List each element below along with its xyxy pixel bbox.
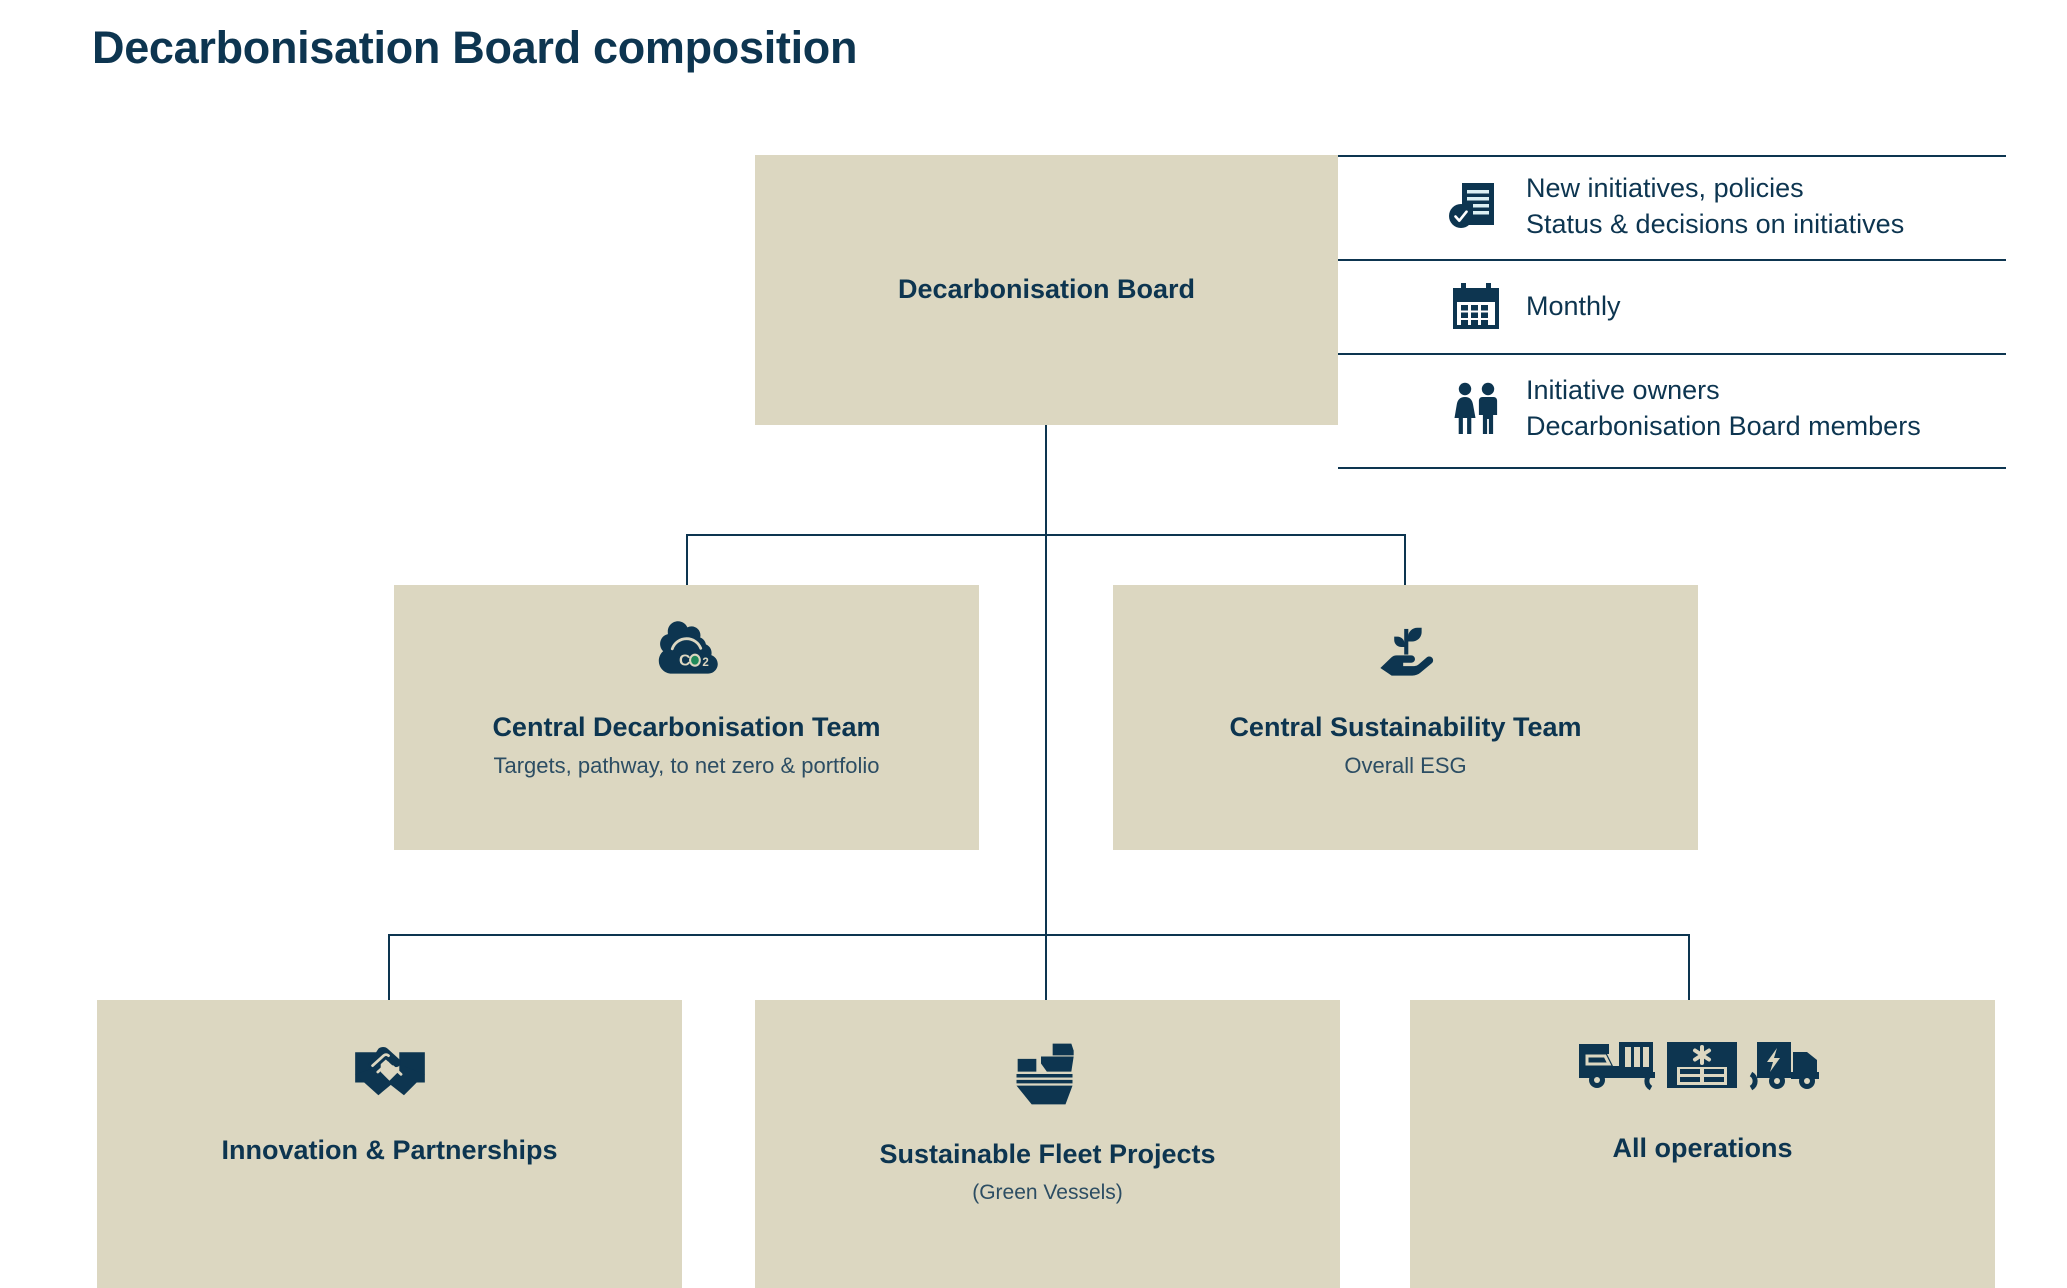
legend-text: Monthly (1526, 289, 1621, 325)
node-subtitle: Targets, pathway, to net zero & portfoli… (493, 752, 880, 778)
legend-text: Initiative owners Decarbonisation Board … (1526, 373, 1921, 445)
calendar-icon (1448, 281, 1504, 333)
connector-trunk-vertical-lower (1045, 534, 1047, 934)
svg-text:C: C (679, 652, 691, 669)
node-central-decarbonisation-team[interactable]: C 2 Central Decarbonisation Team Targets… (394, 585, 979, 850)
legend-line-2: Status & decisions on initiatives (1526, 208, 1905, 239)
node-all-operations[interactable]: All operations (1410, 1000, 1995, 1288)
node-innovation-partnerships[interactable]: Innovation & Partnerships (97, 1000, 682, 1288)
connector-tier2-right-drop (1404, 534, 1406, 585)
legend-row-initiatives: New initiatives, policies Status & decis… (1338, 157, 2006, 259)
connector-tier2-left-drop (686, 534, 688, 585)
legend-divider (1338, 258, 2006, 261)
page-title: Decarbonisation Board composition (92, 22, 858, 73)
container-truck-icon (1578, 1042, 1655, 1091)
node-central-sustainability-team[interactable]: Central Sustainability Team Overall ESG (1113, 585, 1698, 850)
vessel-icon (1006, 1036, 1090, 1117)
node-title: Central Decarbonisation Team (492, 712, 881, 742)
connector-tier3-middle-drop (1045, 934, 1047, 1000)
node-subtitle: Overall ESG (1344, 752, 1467, 778)
people-icon (1448, 381, 1504, 437)
node-decarbonisation-board[interactable]: Decarbonisation Board (755, 155, 1338, 425)
warehouse-icon (1666, 1042, 1737, 1088)
legend-divider (1338, 466, 2006, 469)
connector-tier3-right-drop (1688, 934, 1690, 1000)
handshake-icon (348, 1036, 432, 1113)
node-title: All operations (1612, 1133, 1793, 1163)
legend-text: New initiatives, policies Status & decis… (1526, 171, 1904, 243)
node-subtitle: (Green Vessels) (972, 1180, 1123, 1204)
node-title: Sustainable Fleet Projects (879, 1139, 1216, 1169)
connector-tier3-left-drop (388, 934, 390, 1000)
legend-row-participants: Initiative owners Decarbonisation Board … (1338, 355, 2006, 467)
legend-line-1: New initiatives, policies (1526, 173, 1804, 203)
node-title: Innovation & Partnerships (221, 1135, 558, 1165)
legend-line-1: Initiative owners (1526, 374, 1720, 405)
co2-cloud-icon: C 2 (646, 611, 728, 698)
node-title: Decarbonisation Board (897, 274, 1196, 305)
hand-plant-icon (1365, 611, 1447, 698)
legend-row-frequency: Monthly (1338, 261, 2006, 353)
legend-divider (1338, 352, 2006, 355)
node-sustainable-fleet-projects[interactable]: Sustainable Fleet Projects (Green Vessel… (755, 1000, 1340, 1288)
document-check-icon (1448, 179, 1504, 235)
connector-tier3-horizontal (388, 934, 1690, 936)
legend-line-1: Monthly (1526, 290, 1621, 321)
svg-text:2: 2 (702, 657, 708, 669)
legend-panel: New initiatives, policies Status & decis… (1338, 155, 2006, 469)
operations-icons (1575, 1036, 1831, 1111)
electric-truck-icon (1749, 1042, 1819, 1091)
legend-line-2: Decarbonisation Board members (1526, 410, 1921, 441)
node-title: Central Sustainability Team (1229, 712, 1582, 742)
connector-trunk-vertical (1045, 425, 1047, 535)
legend-divider (1338, 155, 2006, 157)
